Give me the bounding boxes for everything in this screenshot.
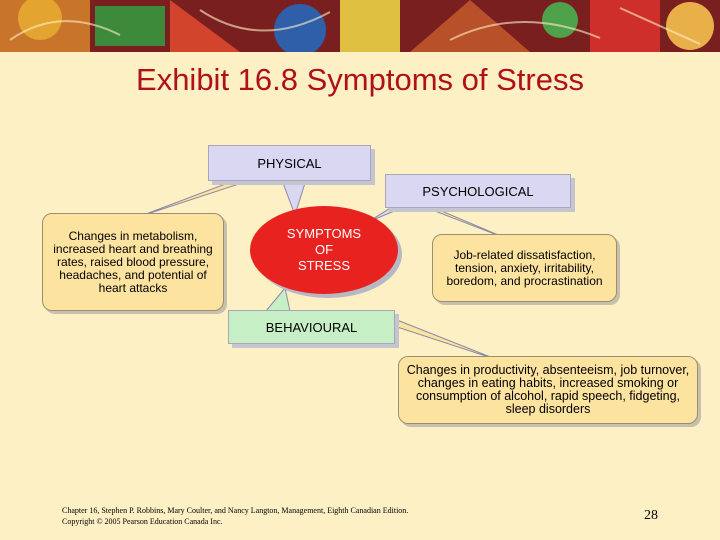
behavioural-label: BEHAVIOURAL [265, 319, 358, 335]
footer-credit: Chapter 16, Stephen P. Robbins, Mary Cou… [62, 505, 408, 527]
banner-pattern-image [0, 0, 720, 52]
footer-credit-line-1: Chapter 16, Stephen P. Robbins, Mary Cou… [62, 506, 409, 515]
physical-category-box: PHYSICAL [208, 145, 371, 181]
center-line-2: OF [314, 242, 334, 257]
physical-label: PHYSICAL [257, 155, 322, 171]
psychological-description: Job-related dissatisfaction, tension, an… [446, 247, 603, 288]
decorative-banner [0, 0, 720, 52]
footer-credit-line-2: Copyright © 2005 Pearson Education Canad… [62, 517, 223, 526]
behavioural-description: Changes in productivity, absenteeism, jo… [406, 363, 690, 416]
behavioural-category-box: BEHAVIOURAL [228, 310, 395, 344]
center-line-3: STRESS [297, 258, 350, 273]
behavioural-desc-connector [391, 317, 499, 361]
psychological-category-box: PSYCHOLOGICAL [385, 174, 571, 208]
behavioural-description-box: Changes in productivity, absenteeism, jo… [398, 356, 698, 424]
behavioural-connector [264, 286, 291, 312]
physical-connector [282, 182, 306, 217]
physical-description-box: Changes in metabolism, increased heart a… [42, 213, 224, 311]
physical-desc-connector [137, 179, 247, 218]
physical-description: Changes in metabolism, increased heart a… [53, 228, 213, 295]
center-line-1: SYMPTOMS [286, 226, 362, 241]
slide-title: Exhibit 16.8 Symptoms of Stress [136, 62, 584, 97]
psychological-description-box: Job-related dissatisfaction, tension, an… [432, 234, 617, 302]
page-number: 28 [644, 508, 658, 523]
symptoms-of-stress-ellipse: SYMPTOMS OF STRESS [250, 206, 398, 294]
psychological-label: PSYCHOLOGICAL [422, 183, 534, 199]
